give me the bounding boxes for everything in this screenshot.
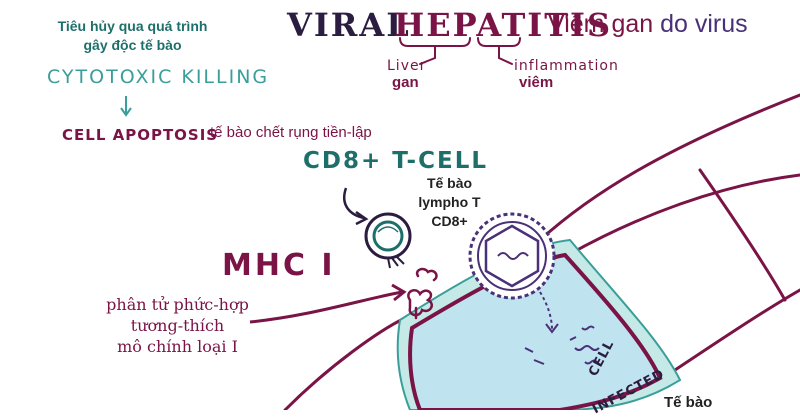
etymology-inflammation-en: inflammation [514,58,619,74]
viral-entry-arrow [539,291,553,331]
hepatitis-brackets [399,37,521,65]
mechanism-vn-description: Tiêu hủy qua quá trình gây độc tế bào [57,18,208,53]
viral-fragments [524,325,600,365]
etymology-liver-vn: gan [392,74,419,91]
etymology-inflammation-vn: viêm [519,74,554,91]
label-infected-cell-vn: Tế bào [664,394,713,411]
virus-genome [497,252,529,260]
label-cytotoxic-killing: CYTOTOXIC KILLING [47,66,270,88]
tissue-cell-outlines [283,93,800,410]
arrow-tcell-label [343,187,365,220]
virus-particle [468,212,556,300]
title-viral: VIRAL [287,6,411,44]
label-cd8-t-cell: CD8+ T-CELL [303,148,489,174]
t-cell-receptor-stalk [387,255,405,269]
tcell-vn-description: Tế bào lympho T CD8+ [418,175,481,229]
tissue-outline-left [283,316,407,410]
arrow-mhc-label [249,290,403,324]
tissue-outline-top [538,93,800,242]
title-hepatitis: HEPATITIS [394,6,613,44]
tissue-divider-right [698,168,787,302]
mhc-vn-description: phân tử phức-hợp tương-thích mô chính lo… [106,295,249,356]
title-vietnamese: Viêm gan do virus [548,10,748,39]
title-vn-prefix: Viêm gan [548,10,654,38]
virus-capsid [484,224,540,288]
label-apoptosis-vn: tế bào chết rụng tiền-lập [210,124,372,141]
etymology-liver-en: Liver [387,58,427,74]
label-mhc-i: MHC I [222,248,336,283]
mhc-class-i-molecule [407,267,438,320]
tissue-outline-inner [566,173,800,257]
cd8-t-cell [364,212,412,269]
label-cell-apoptosis: CELL APOPTOSIS [62,126,219,144]
tissue-outline-bottom-right [658,288,800,382]
t-cell-nucleus [372,220,404,252]
title-vn-suffix: do virus [660,10,748,38]
